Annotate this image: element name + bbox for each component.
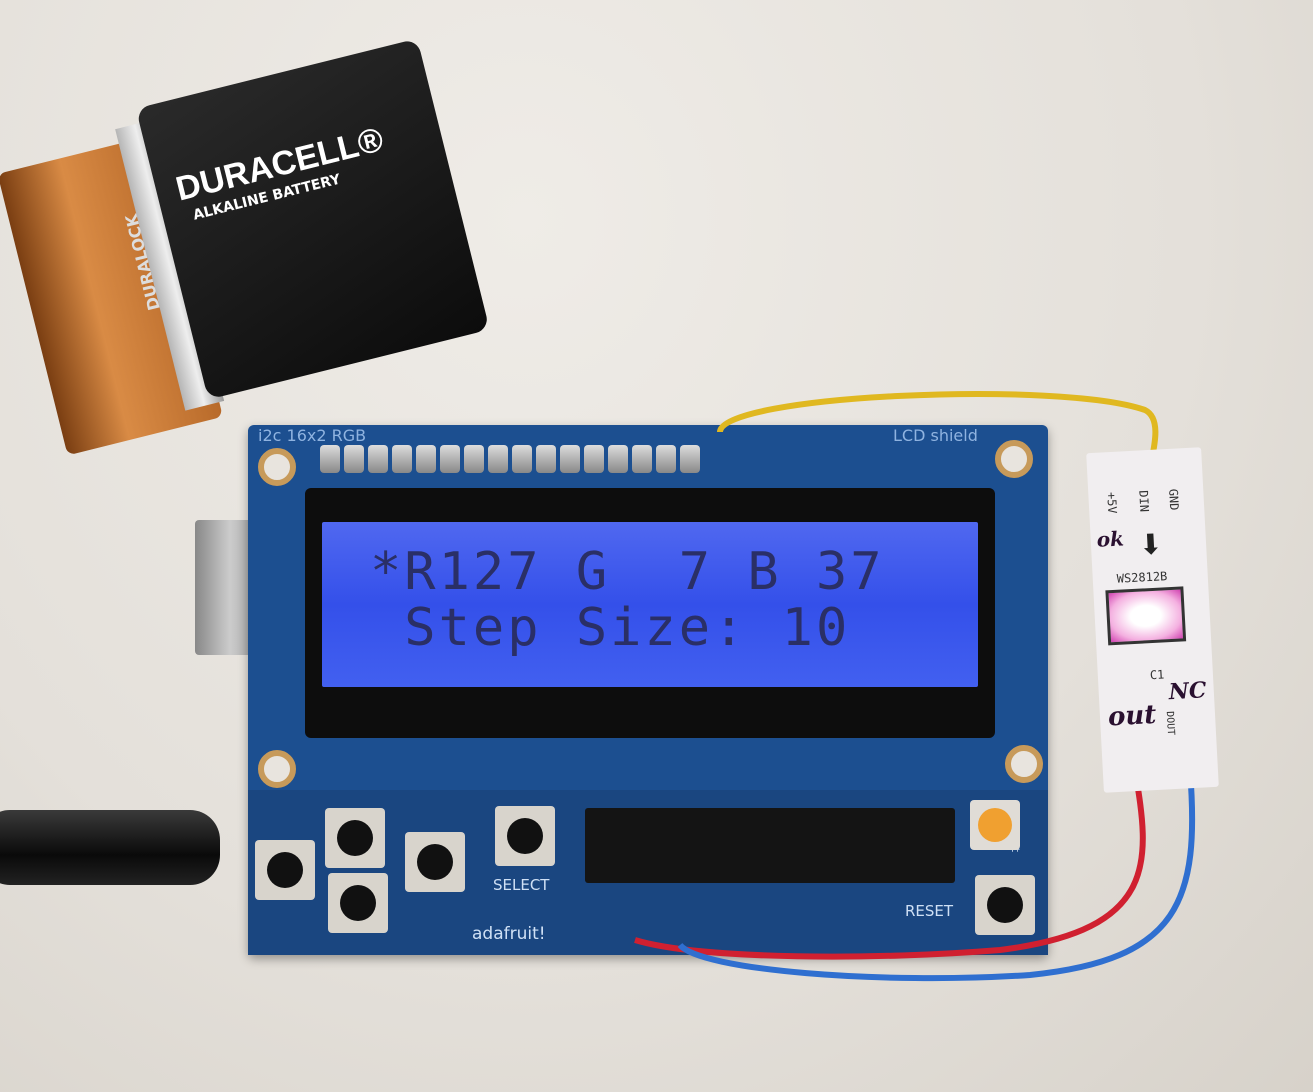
mount-hole	[258, 448, 296, 486]
reset-label: RESET	[905, 902, 954, 920]
yellow-wire	[717, 391, 1159, 471]
mount-hole	[258, 750, 296, 788]
mount-hole	[995, 440, 1033, 478]
handwritten-ok: ok	[1096, 526, 1125, 552]
handwritten-out: out	[1107, 699, 1158, 733]
silk-label-left: i2c 16x2 RGB	[258, 426, 367, 445]
lcd-display: *R127 G 7 B 37 Step Size: 10	[322, 522, 978, 687]
rgb-led	[1105, 586, 1187, 646]
blue-wire	[677, 769, 1196, 982]
left-button[interactable]	[255, 840, 315, 900]
arrow-down-icon: ⬇	[1138, 527, 1164, 562]
microcontroller-chip	[585, 808, 955, 883]
silk-label-right: LCD shield	[893, 426, 978, 445]
adafruit-logo: adafruit!	[472, 924, 546, 944]
power-cable	[0, 810, 220, 885]
pin-dout-label: DOUT	[1163, 710, 1177, 736]
ws2812b-led-strip: +5V DIN GND ok ⬇ WS2812B C1 NC out DOUT	[1086, 447, 1219, 793]
lcd-line-1: *R127 G 7 B 37	[370, 542, 885, 602]
chip-label: WS2812B	[1116, 569, 1168, 586]
contrast-potentiometer[interactable]	[970, 800, 1020, 850]
select-button[interactable]	[495, 806, 555, 866]
up-button[interactable]	[325, 808, 385, 868]
handwritten-nc: NC	[1168, 677, 1208, 706]
pin-5v-label: +5V	[1104, 491, 1120, 515]
select-label: SELECT	[493, 876, 550, 894]
pin-din-label: DIN	[1136, 489, 1152, 513]
red-wire	[634, 769, 1146, 960]
lcd-line-2: Step Size: 10	[370, 598, 851, 658]
down-button[interactable]	[328, 873, 388, 933]
cap-label: C1	[1149, 667, 1165, 683]
pin-gnd-label: GND	[1166, 488, 1182, 511]
reset-button[interactable]	[975, 875, 1035, 935]
mount-hole	[1005, 745, 1043, 783]
header-pins	[320, 445, 700, 473]
right-button[interactable]	[405, 832, 465, 892]
